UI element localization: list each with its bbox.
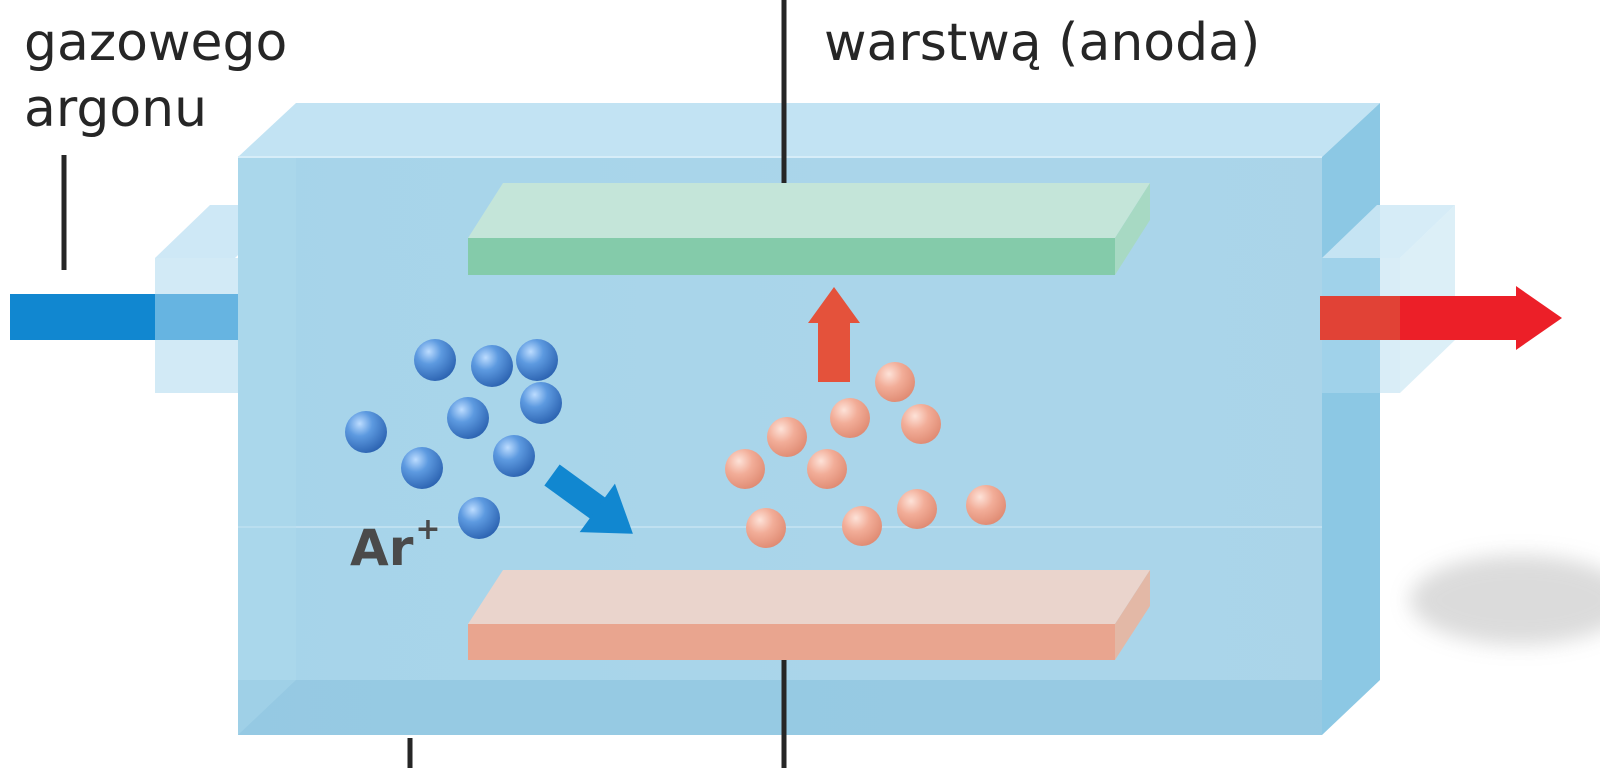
argon-ion [516,339,558,381]
argon-ion [401,447,443,489]
argon-ion [520,382,562,424]
sputtered-atom [897,489,937,529]
sputtered-atom [830,398,870,438]
ion-charge: + [415,512,441,547]
sputtered-atoms [725,362,1006,548]
sputtered-atom [842,506,882,546]
sputtered-atom [966,485,1006,525]
up-arrow-icon [808,287,860,382]
sputtered-atom [746,508,786,548]
sputtered-atom [807,449,847,489]
argon-ion [471,345,513,387]
anode-plate [468,183,1150,275]
argon-ion-label: Ar+ [350,500,441,578]
cathode-plate [468,570,1150,660]
argon-ion [447,397,489,439]
argon-ion [345,411,387,453]
outlet-arrow [1320,286,1562,350]
argon-ion [458,497,500,539]
sputtered-atom [767,417,807,457]
sputtered-atom [901,404,941,444]
sputtered-atom [725,449,765,489]
shadow [1410,555,1600,645]
diagonal-arrow-icon [544,464,633,534]
argon-ions [345,339,562,539]
anode-label-line: warstwą (anoda) [824,13,1261,73]
ion-symbol: Ar [350,519,414,577]
gas-label-line: argonu [24,79,208,139]
argon-ion [414,339,456,381]
gas-label-line: gazowego [24,13,288,73]
argon-ion [493,435,535,477]
outlet-tube [1322,205,1455,393]
sputtered-atom [875,362,915,402]
